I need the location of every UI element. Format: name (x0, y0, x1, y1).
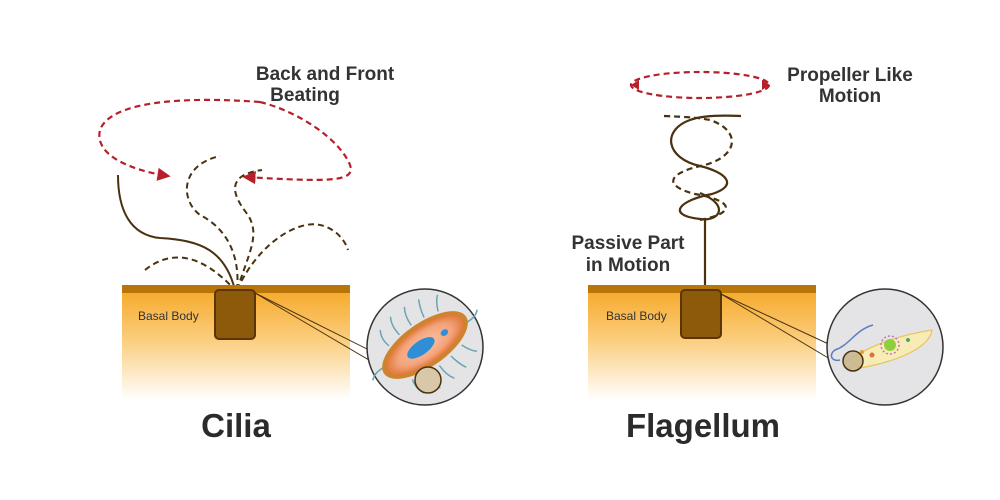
ciliated-bacterium-icon (366, 288, 484, 406)
cilia-panel: Back and Front Beating Basal Body (98, 64, 484, 444)
flagellum-title: Flagellum (626, 407, 780, 444)
flagellum-motion-label-line2: Motion (819, 86, 881, 107)
cilia-basal-body (214, 289, 256, 340)
beating-arrow-left (98, 98, 261, 181)
flagellum-motion-label-line1: Propeller Like (787, 65, 913, 86)
cilium-solid (117, 174, 236, 291)
beating-arrow-right (242, 100, 352, 185)
flagellum-basal-body (680, 289, 722, 339)
flagellated-protozoan-icon (826, 288, 944, 406)
cilia-motion-label-line1: Back and Front (256, 64, 395, 85)
propeller-arrowhead-left (631, 80, 639, 90)
flagellum-basal-body-label: Basal Body (606, 309, 667, 323)
propeller-arrowhead-right (762, 80, 770, 90)
flagellum-zoom-line-2 (720, 293, 846, 369)
cilium-dashed-1 (144, 256, 236, 291)
cilia-basal-body-label: Basal Body (138, 309, 199, 323)
cilia-title: Cilia (201, 407, 271, 444)
flagellum-passive-label-line2: in Motion (586, 255, 670, 276)
propeller-arrow (629, 70, 771, 100)
cilia-motion-label-line2: Beating (270, 85, 340, 106)
cilium-dashed-3 (234, 169, 263, 291)
flagellum-passive-label-line1: Passive Part (571, 233, 685, 254)
cilium-dashed-4 (236, 223, 349, 291)
cilium-dashed-2 (186, 155, 239, 291)
flagellum-helix (663, 114, 742, 290)
flagellum-panel: Propeller Like Motion Passive Part in Mo… (571, 65, 944, 444)
